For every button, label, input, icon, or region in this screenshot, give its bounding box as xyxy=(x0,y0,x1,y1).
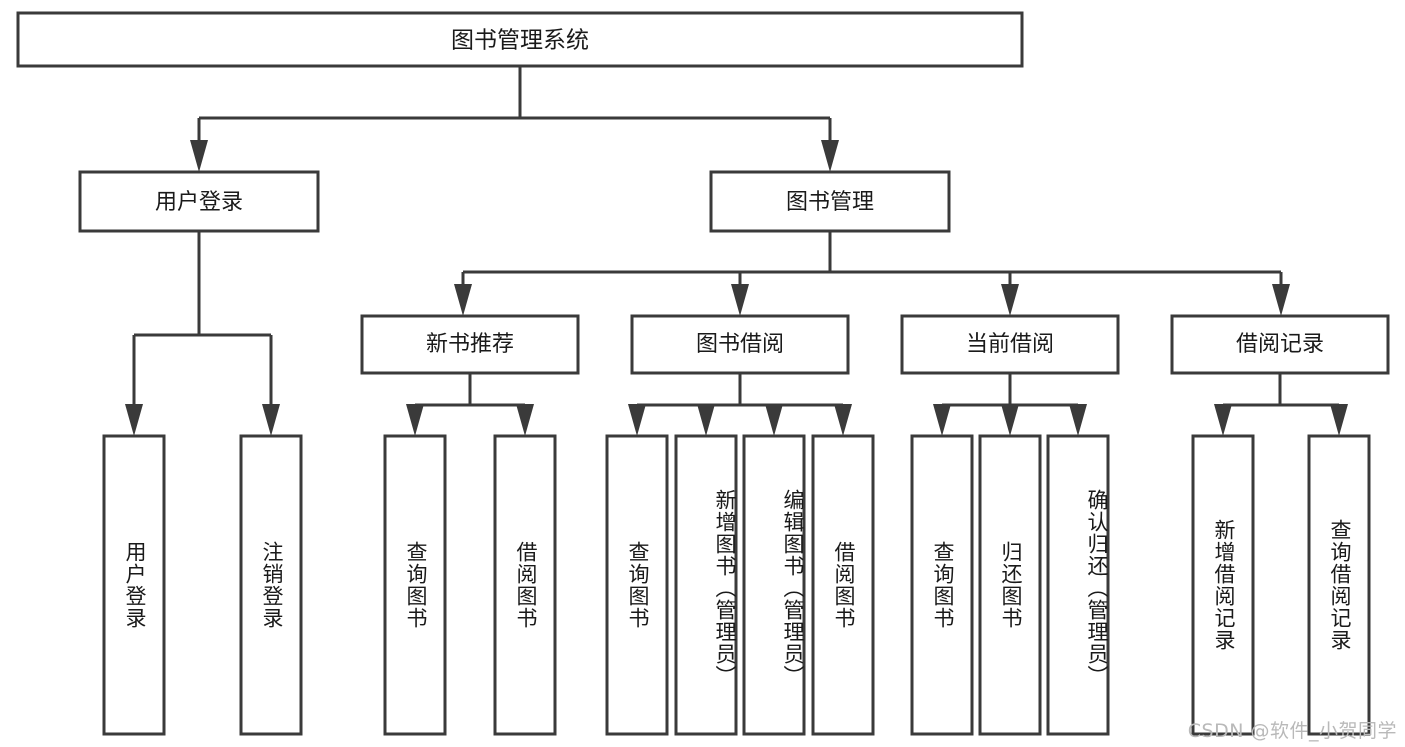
node-current-borrow-label: 当前借阅 xyxy=(966,332,1054,357)
node-user-login-box[interactable] xyxy=(78,170,320,233)
node-book-management-label: 图书管理 xyxy=(786,190,874,215)
node-leaf-add-book-box[interactable] xyxy=(674,434,738,736)
arrow-to-leaf-user-login xyxy=(125,404,143,436)
arrow-to-user-login xyxy=(190,140,208,172)
arrow-to-leaf-confirm-return xyxy=(1069,404,1087,436)
node-root-label: 图书管理系统 xyxy=(451,28,589,54)
node-leaf-add-record-box[interactable] xyxy=(1191,434,1255,736)
node-leaf-query-book-3-box[interactable] xyxy=(910,434,974,736)
node-leaf-borrow-book-2-box[interactable] xyxy=(811,434,875,736)
node-root-box[interactable] xyxy=(16,11,1024,68)
arrow-to-leaf-user-logout xyxy=(262,404,280,436)
arrow-to-current-borrow xyxy=(1001,284,1019,316)
node-book-borrow-label: 图书借阅 xyxy=(696,332,784,357)
arrow-to-leaf-query-book-1 xyxy=(406,404,424,436)
connector-layer xyxy=(125,66,1348,436)
node-book-borrow-box[interactable] xyxy=(630,314,850,375)
arrow-to-leaf-edit-book xyxy=(765,404,783,436)
node-leaf-user-logout-box[interactable] xyxy=(239,434,303,736)
node-leaf-return-book-box[interactable] xyxy=(978,434,1042,736)
node-leaf-borrow-book-1-box[interactable] xyxy=(493,434,557,736)
node-new-book-recommend-label: 新书推荐 xyxy=(426,332,514,357)
arrow-to-leaf-add-book xyxy=(697,404,715,436)
node-layer: 图书管理系统 用户登录 图书管理 新书推荐 图书借阅 当前借阅 借阅记录 xyxy=(16,11,1390,736)
node-leaf-edit-book-box[interactable] xyxy=(742,434,806,736)
arrow-to-book-management xyxy=(821,140,839,172)
node-borrow-record-box[interactable] xyxy=(1170,314,1390,375)
node-leaf-confirm-return-box[interactable] xyxy=(1046,434,1110,736)
arrow-to-leaf-query-record xyxy=(1330,404,1348,436)
node-book-management-box[interactable] xyxy=(709,170,951,233)
arrow-to-leaf-query-book-2 xyxy=(628,404,646,436)
arrow-to-new-book-recommend xyxy=(454,284,472,316)
arrow-to-leaf-add-record xyxy=(1214,404,1232,436)
node-leaf-query-book-2-box[interactable] xyxy=(605,434,669,736)
arrow-to-borrow-record xyxy=(1272,284,1290,316)
node-user-login-label: 用户登录 xyxy=(155,190,243,215)
arrow-to-leaf-borrow-book-2 xyxy=(834,404,852,436)
arrow-to-leaf-query-book-3 xyxy=(933,404,951,436)
node-leaf-user-login-box[interactable] xyxy=(102,434,166,736)
arrow-to-leaf-borrow-book-1 xyxy=(516,404,534,436)
node-new-book-recommend-box[interactable] xyxy=(360,314,580,375)
node-leaf-query-book-1-box[interactable] xyxy=(383,434,447,736)
arrow-to-book-borrow xyxy=(731,284,749,316)
node-current-borrow-box[interactable] xyxy=(900,314,1120,375)
arrow-to-leaf-return-book xyxy=(1001,404,1019,436)
node-leaf-query-record-box[interactable] xyxy=(1307,434,1371,736)
node-borrow-record-label: 借阅记录 xyxy=(1236,332,1324,357)
